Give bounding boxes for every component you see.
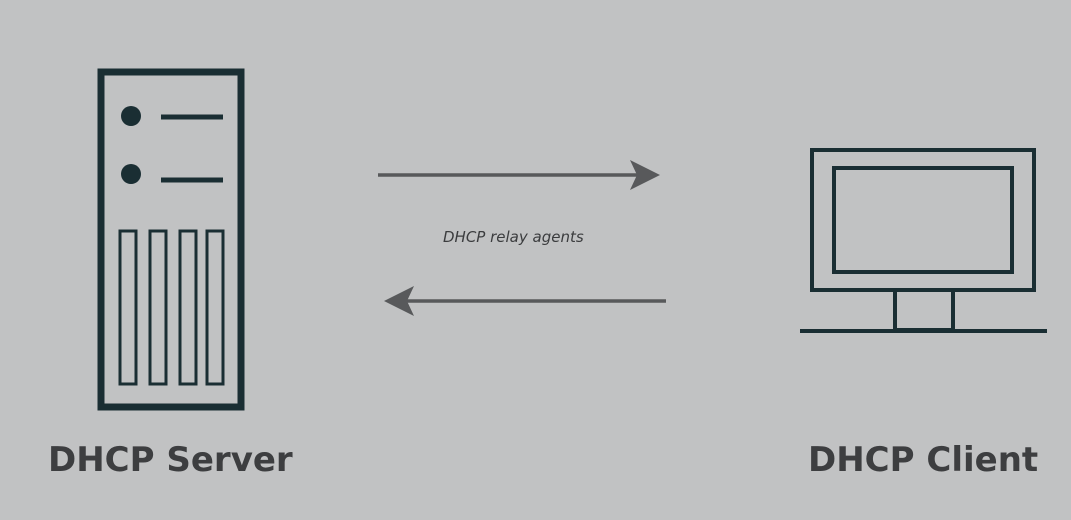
server-vent-3 bbox=[178, 229, 198, 386]
arrow-left-icon bbox=[384, 286, 666, 316]
server-vent-1 bbox=[118, 229, 138, 386]
monitor-screen bbox=[832, 166, 1014, 274]
server-tower-icon bbox=[97, 68, 245, 411]
server-label: DHCP Server bbox=[48, 440, 293, 480]
client-label: DHCP Client bbox=[808, 440, 1039, 480]
arrow-right-icon bbox=[378, 160, 660, 190]
relay-agents-label: DHCP relay agents bbox=[443, 228, 584, 246]
desktop-monitor-icon bbox=[800, 148, 1047, 333]
server-led-1 bbox=[121, 106, 141, 126]
server-vent-2 bbox=[148, 229, 168, 386]
server-vent-4 bbox=[205, 229, 225, 386]
server-led-2 bbox=[121, 164, 141, 184]
